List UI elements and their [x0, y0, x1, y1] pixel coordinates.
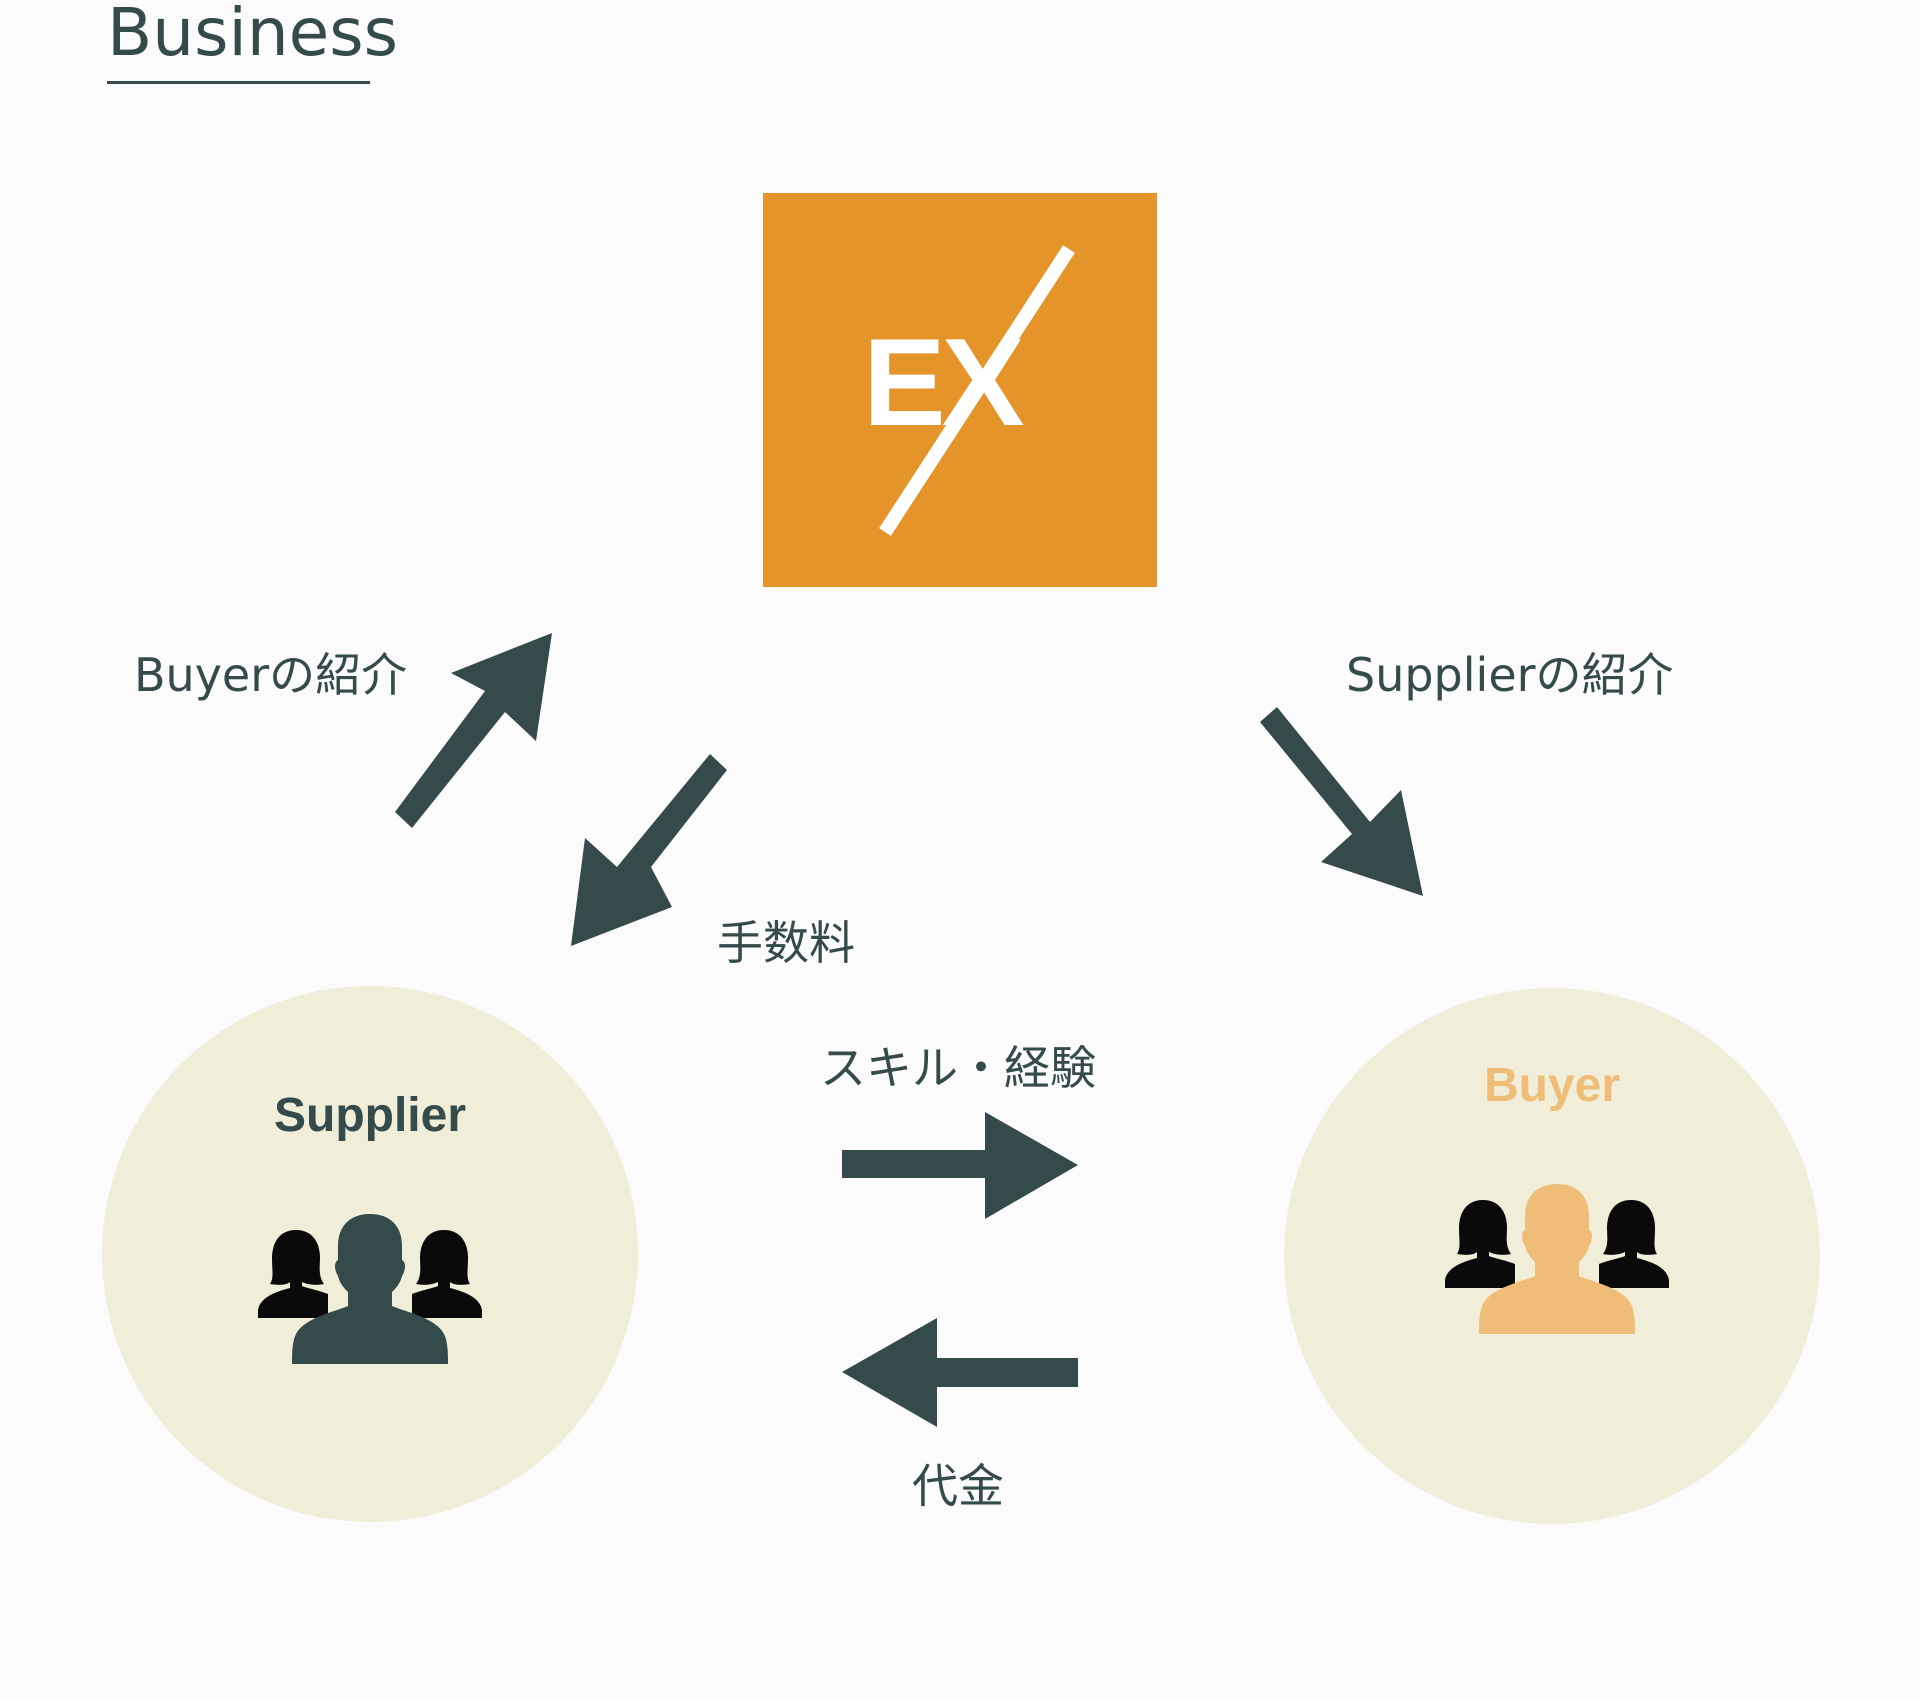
arrow-buyer-intro [395, 633, 552, 828]
arrow-payment [842, 1318, 1078, 1427]
supplier-group-people-icon [258, 1214, 482, 1364]
title-underline [107, 81, 370, 84]
arrow-supplier-intro [1260, 707, 1423, 896]
buyer-circle: Buyer [1284, 988, 1820, 1524]
buyer-title: Buyer [1483, 1059, 1621, 1112]
label-payment: 代金 [912, 1459, 1004, 1513]
arrow-fee [571, 754, 727, 946]
buyer-group-people-icon [1445, 1184, 1669, 1334]
label-fee: 手数料 [717, 916, 855, 970]
label-supplier-intro: Supplierの紹介 [1346, 648, 1674, 702]
logo-slash-icon [879, 245, 1075, 536]
page-title: Business [107, 0, 399, 71]
arrow-skills [842, 1112, 1078, 1219]
supplier-circle: Supplier [102, 986, 638, 1522]
ex-logo: EX [763, 193, 1157, 587]
label-buyer-intro: Buyerの紹介 [134, 648, 408, 702]
logo-text: EX [863, 314, 1024, 452]
label-skills: スキル・経験 [820, 1041, 1096, 1095]
supplier-title: Supplier [273, 1089, 467, 1142]
